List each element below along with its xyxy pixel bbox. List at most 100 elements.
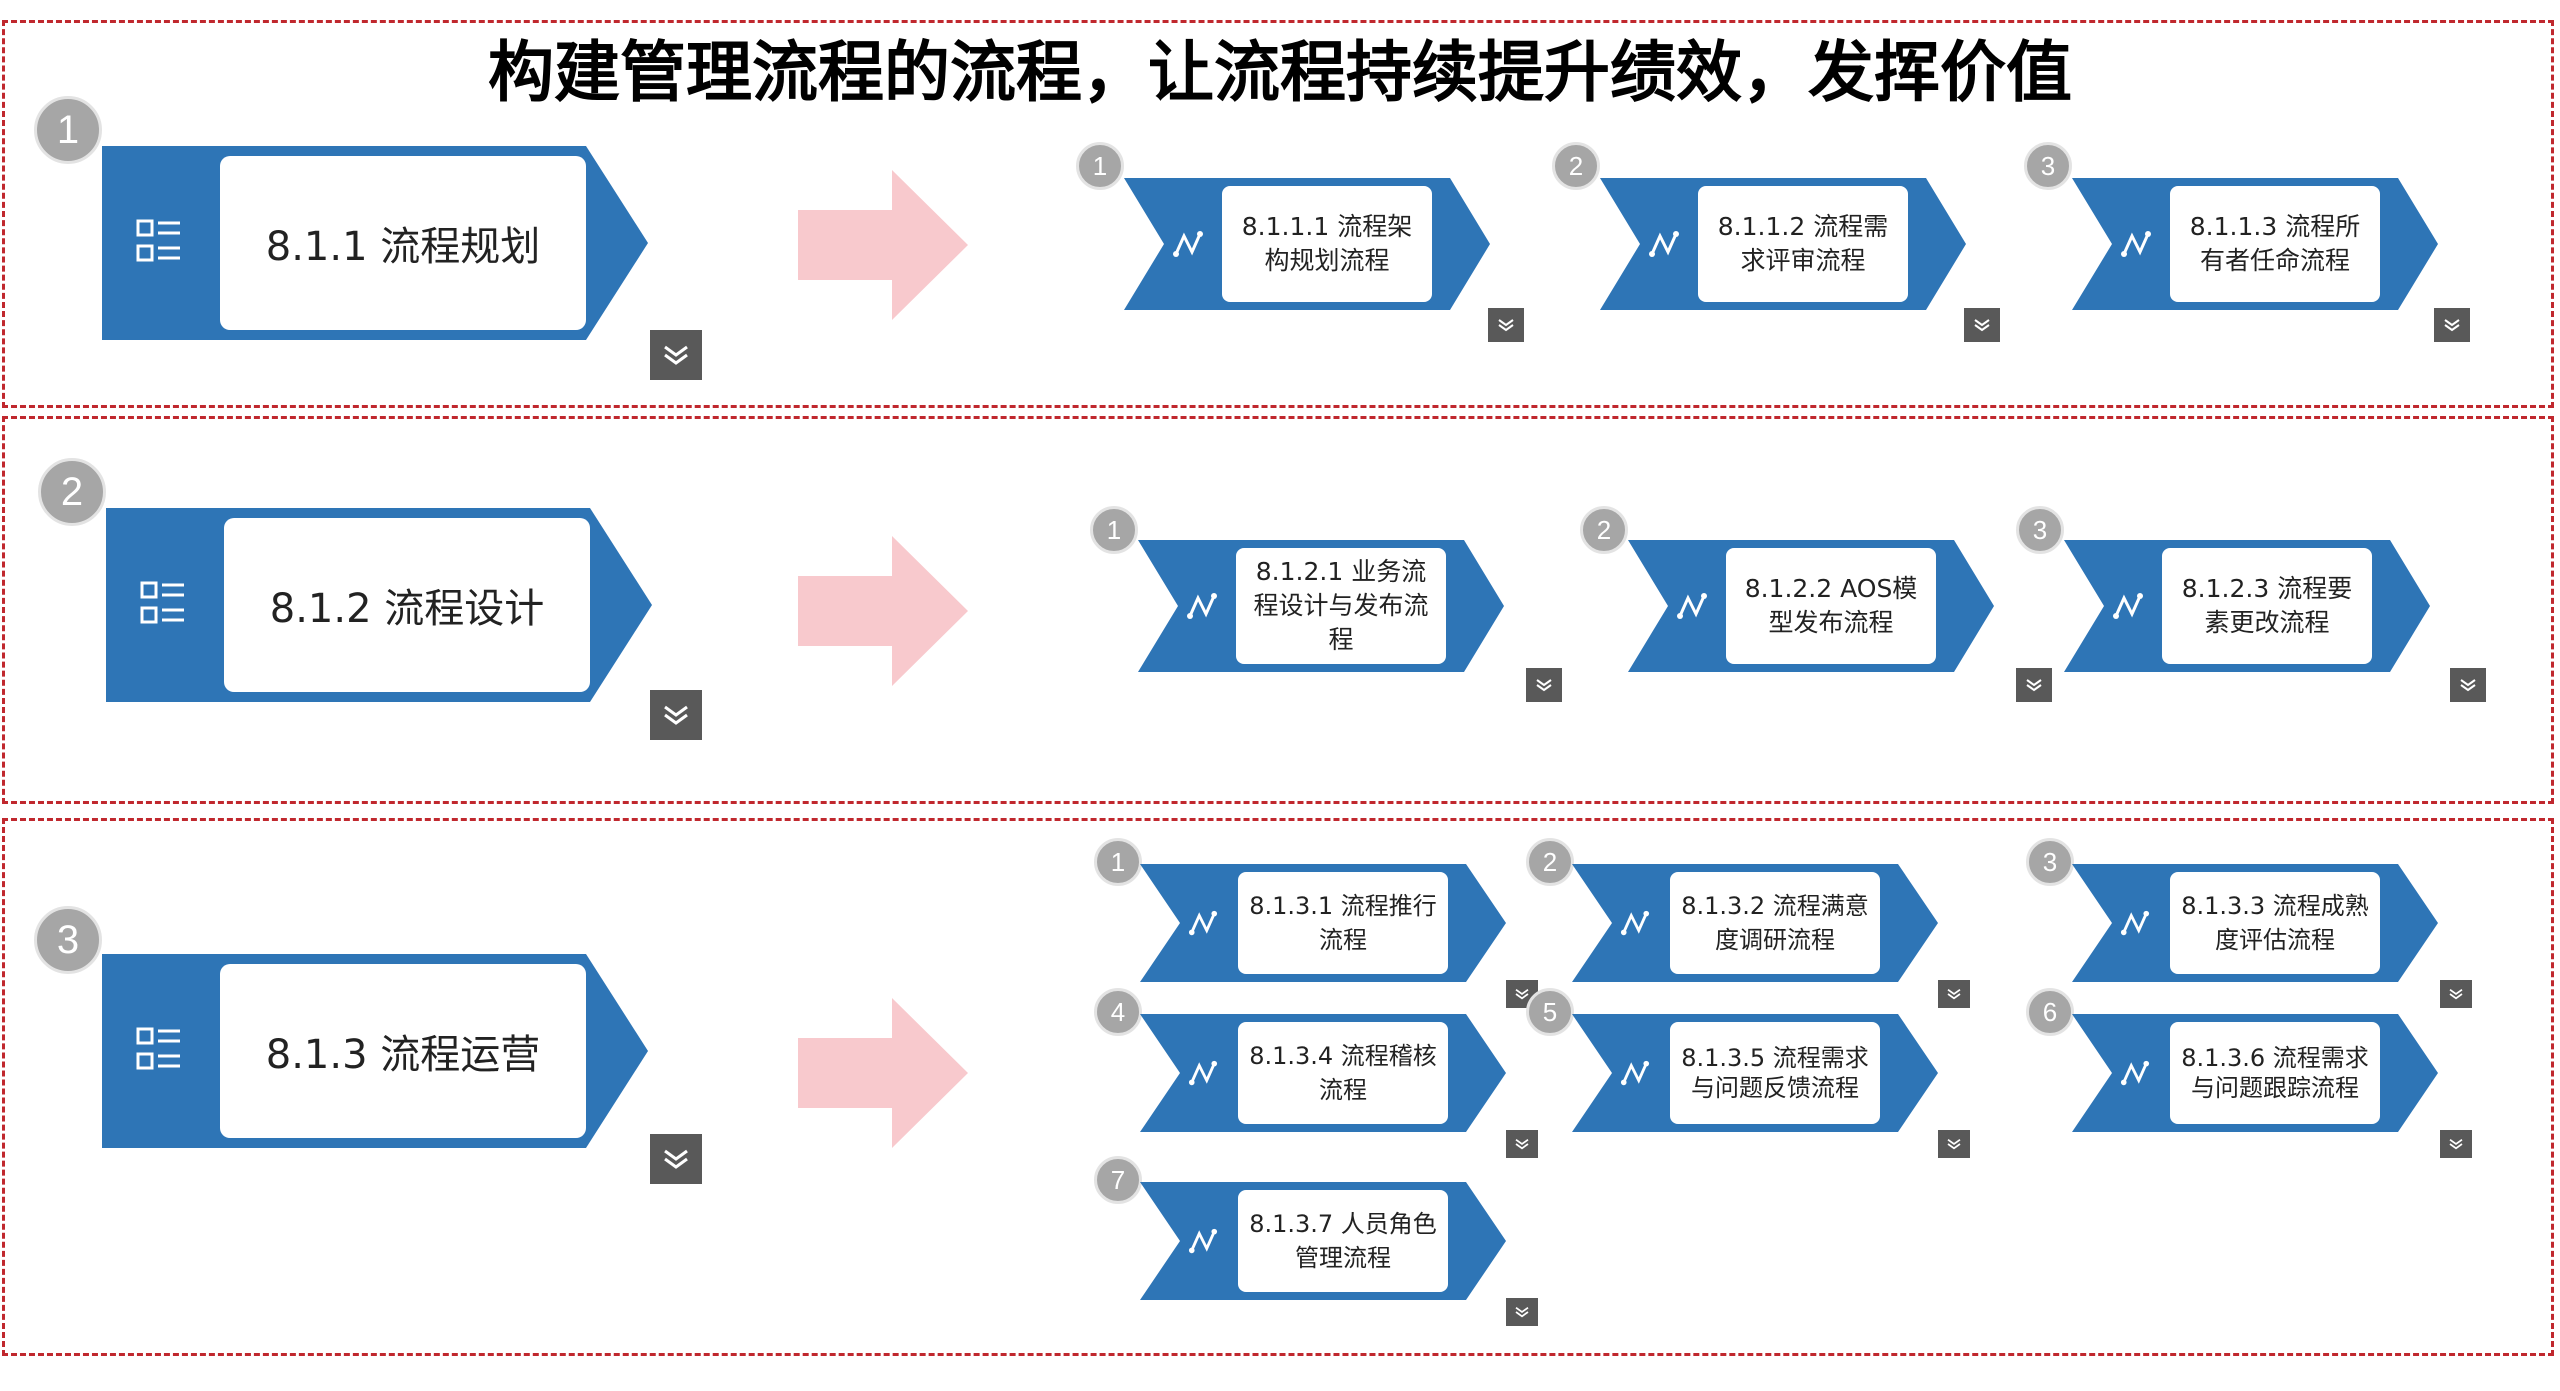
section-3-frame (2, 818, 2554, 1356)
main-process-box[interactable]: 8.1.3 流程运营 (102, 954, 648, 1148)
sub-process-box[interactable]: 8.1.3.1 流程推行流程 (1140, 864, 1506, 982)
expand-button[interactable] (1526, 668, 1562, 702)
sub-process-label: 8.1.1.3 流程所有者任命流程 (2170, 186, 2380, 302)
sub-process-label: 8.1.1.2 流程需求评审流程 (1698, 186, 1908, 302)
expand-button[interactable] (650, 690, 702, 740)
chevron-double-down-icon (1515, 1139, 1529, 1150)
sub-process-box[interactable]: 8.1.3.4 流程稽核流程 (1140, 1014, 1506, 1132)
flow-icon (1188, 908, 1218, 942)
expand-button[interactable] (2450, 668, 2486, 702)
step-number-badge: 2 (1526, 838, 1574, 886)
flow-icon (1620, 908, 1650, 942)
sub-process-box[interactable]: 8.1.1.3 流程所有者任命流程 (2072, 178, 2438, 310)
step-number-badge: 3 (2016, 506, 2064, 554)
sub-process-label: 8.1.1.1 流程架构规划流程 (1222, 186, 1432, 302)
chevron-double-down-icon (1947, 1139, 1961, 1150)
step-number-badge: 3 (2024, 142, 2072, 190)
expand-button[interactable] (1938, 1130, 1970, 1158)
sub-process-label: 8.1.2.1 业务流程设计与发布流程 (1236, 548, 1446, 664)
sub-process-box[interactable]: 8.1.1.1 流程架构规划流程 (1124, 178, 1490, 310)
list-icon (140, 580, 186, 630)
sub-process-label: 8.1.2.3 流程要素更改流程 (2162, 548, 2372, 664)
expand-button[interactable] (1938, 980, 1970, 1008)
expand-button[interactable] (650, 330, 702, 380)
section-2-frame (2, 416, 2554, 804)
expand-button[interactable] (650, 1134, 702, 1184)
step-number-badge: 7 (1094, 1156, 1142, 1204)
chevron-double-down-icon (2444, 319, 2460, 332)
expand-button[interactable] (1488, 308, 1524, 342)
section-1-frame (2, 20, 2554, 408)
main-process-label: 8.1.3 流程运营 (220, 964, 586, 1138)
chevron-double-down-icon (1536, 679, 1552, 692)
chevron-double-down-icon (2460, 679, 2476, 692)
step-number-badge: 1 (1076, 142, 1124, 190)
sub-process-label: 8.1.3.4 流程稽核流程 (1238, 1022, 1448, 1124)
right-arrow (798, 170, 968, 320)
sub-process-box[interactable]: 8.1.1.2 流程需求评审流程 (1600, 178, 1966, 310)
chevron-double-down-icon (664, 705, 688, 725)
chevron-double-down-icon (2449, 989, 2463, 1000)
right-arrow (798, 536, 968, 686)
sub-process-label: 8.1.3.6 流程需求与问题跟踪流程 (2170, 1022, 2380, 1124)
flow-icon (2112, 590, 2144, 626)
expand-button[interactable] (1506, 1130, 1538, 1158)
flow-icon (1620, 1058, 1650, 1092)
step-number-badge: 4 (1094, 988, 1142, 1036)
section-number-badge: 2 (38, 458, 106, 526)
sub-process-label: 8.1.3.1 流程推行流程 (1238, 872, 1448, 974)
step-number-badge: 1 (1090, 506, 1138, 554)
chevron-double-down-icon (1947, 989, 1961, 1000)
sub-process-box[interactable]: 8.1.2.1 业务流程设计与发布流程 (1138, 540, 1504, 672)
expand-button[interactable] (1506, 1298, 1538, 1326)
main-process-label: 8.1.2 流程设计 (224, 518, 590, 692)
chevron-double-down-icon (2026, 679, 2042, 692)
sub-process-box[interactable]: 8.1.3.7 人员角色管理流程 (1140, 1182, 1506, 1300)
expand-button[interactable] (2440, 1130, 2472, 1158)
sub-process-label: 8.1.3.2 流程满意度调研流程 (1670, 872, 1880, 974)
right-arrow (798, 998, 968, 1148)
expand-button[interactable] (2016, 668, 2052, 702)
chevron-double-down-icon (664, 345, 688, 365)
flow-icon (1648, 228, 1680, 264)
flow-icon (1676, 590, 1708, 626)
chevron-double-down-icon (1515, 989, 1529, 1000)
step-number-badge: 3 (2026, 838, 2074, 886)
step-number-badge: 5 (1526, 988, 1574, 1036)
sub-process-label: 8.1.2.2 AOS模型发布流程 (1726, 548, 1936, 664)
expand-button[interactable] (1964, 308, 2000, 342)
chevron-double-down-icon (2449, 1139, 2463, 1150)
sub-process-box[interactable]: 8.1.2.2 AOS模型发布流程 (1628, 540, 1994, 672)
main-process-box[interactable]: 8.1.1 流程规划 (102, 146, 648, 340)
chevron-double-down-icon (1498, 319, 1514, 332)
sub-process-box[interactable]: 8.1.3.5 流程需求与问题反馈流程 (1572, 1014, 1938, 1132)
sub-process-label: 8.1.3.5 流程需求与问题反馈流程 (1670, 1022, 1880, 1124)
section-number-badge: 3 (34, 906, 102, 974)
step-number-badge: 2 (1552, 142, 1600, 190)
sub-process-box[interactable]: 8.1.3.2 流程满意度调研流程 (1572, 864, 1938, 982)
main-process-box[interactable]: 8.1.2 流程设计 (106, 508, 652, 702)
sub-process-box[interactable]: 8.1.3.6 流程需求与问题跟踪流程 (2072, 1014, 2438, 1132)
sub-process-label: 8.1.3.7 人员角色管理流程 (1238, 1190, 1448, 1292)
flow-icon (2120, 1058, 2150, 1092)
sub-process-box[interactable]: 8.1.2.3 流程要素更改流程 (2064, 540, 2430, 672)
step-number-badge: 6 (2026, 988, 2074, 1036)
list-icon (136, 1026, 182, 1076)
expand-button[interactable] (2434, 308, 2470, 342)
flow-icon (1188, 1226, 1218, 1260)
page-title: 构建管理流程的流程，让流程持续提升绩效，发挥价值 (488, 34, 2072, 111)
flow-icon (1186, 590, 1218, 626)
step-number-badge: 1 (1094, 838, 1142, 886)
section-number-badge: 1 (34, 96, 102, 164)
expand-button[interactable] (2440, 980, 2472, 1008)
flow-icon (1188, 1058, 1218, 1092)
sub-process-box[interactable]: 8.1.3.3 流程成熟度评估流程 (2072, 864, 2438, 982)
step-number-badge: 2 (1580, 506, 1628, 554)
flow-icon (2120, 908, 2150, 942)
chevron-double-down-icon (664, 1149, 688, 1169)
chevron-double-down-icon (1974, 319, 1990, 332)
flow-icon (1172, 228, 1204, 264)
sub-process-label: 8.1.3.3 流程成熟度评估流程 (2170, 872, 2380, 974)
chevron-double-down-icon (1515, 1307, 1529, 1318)
main-process-label: 8.1.1 流程规划 (220, 156, 586, 330)
